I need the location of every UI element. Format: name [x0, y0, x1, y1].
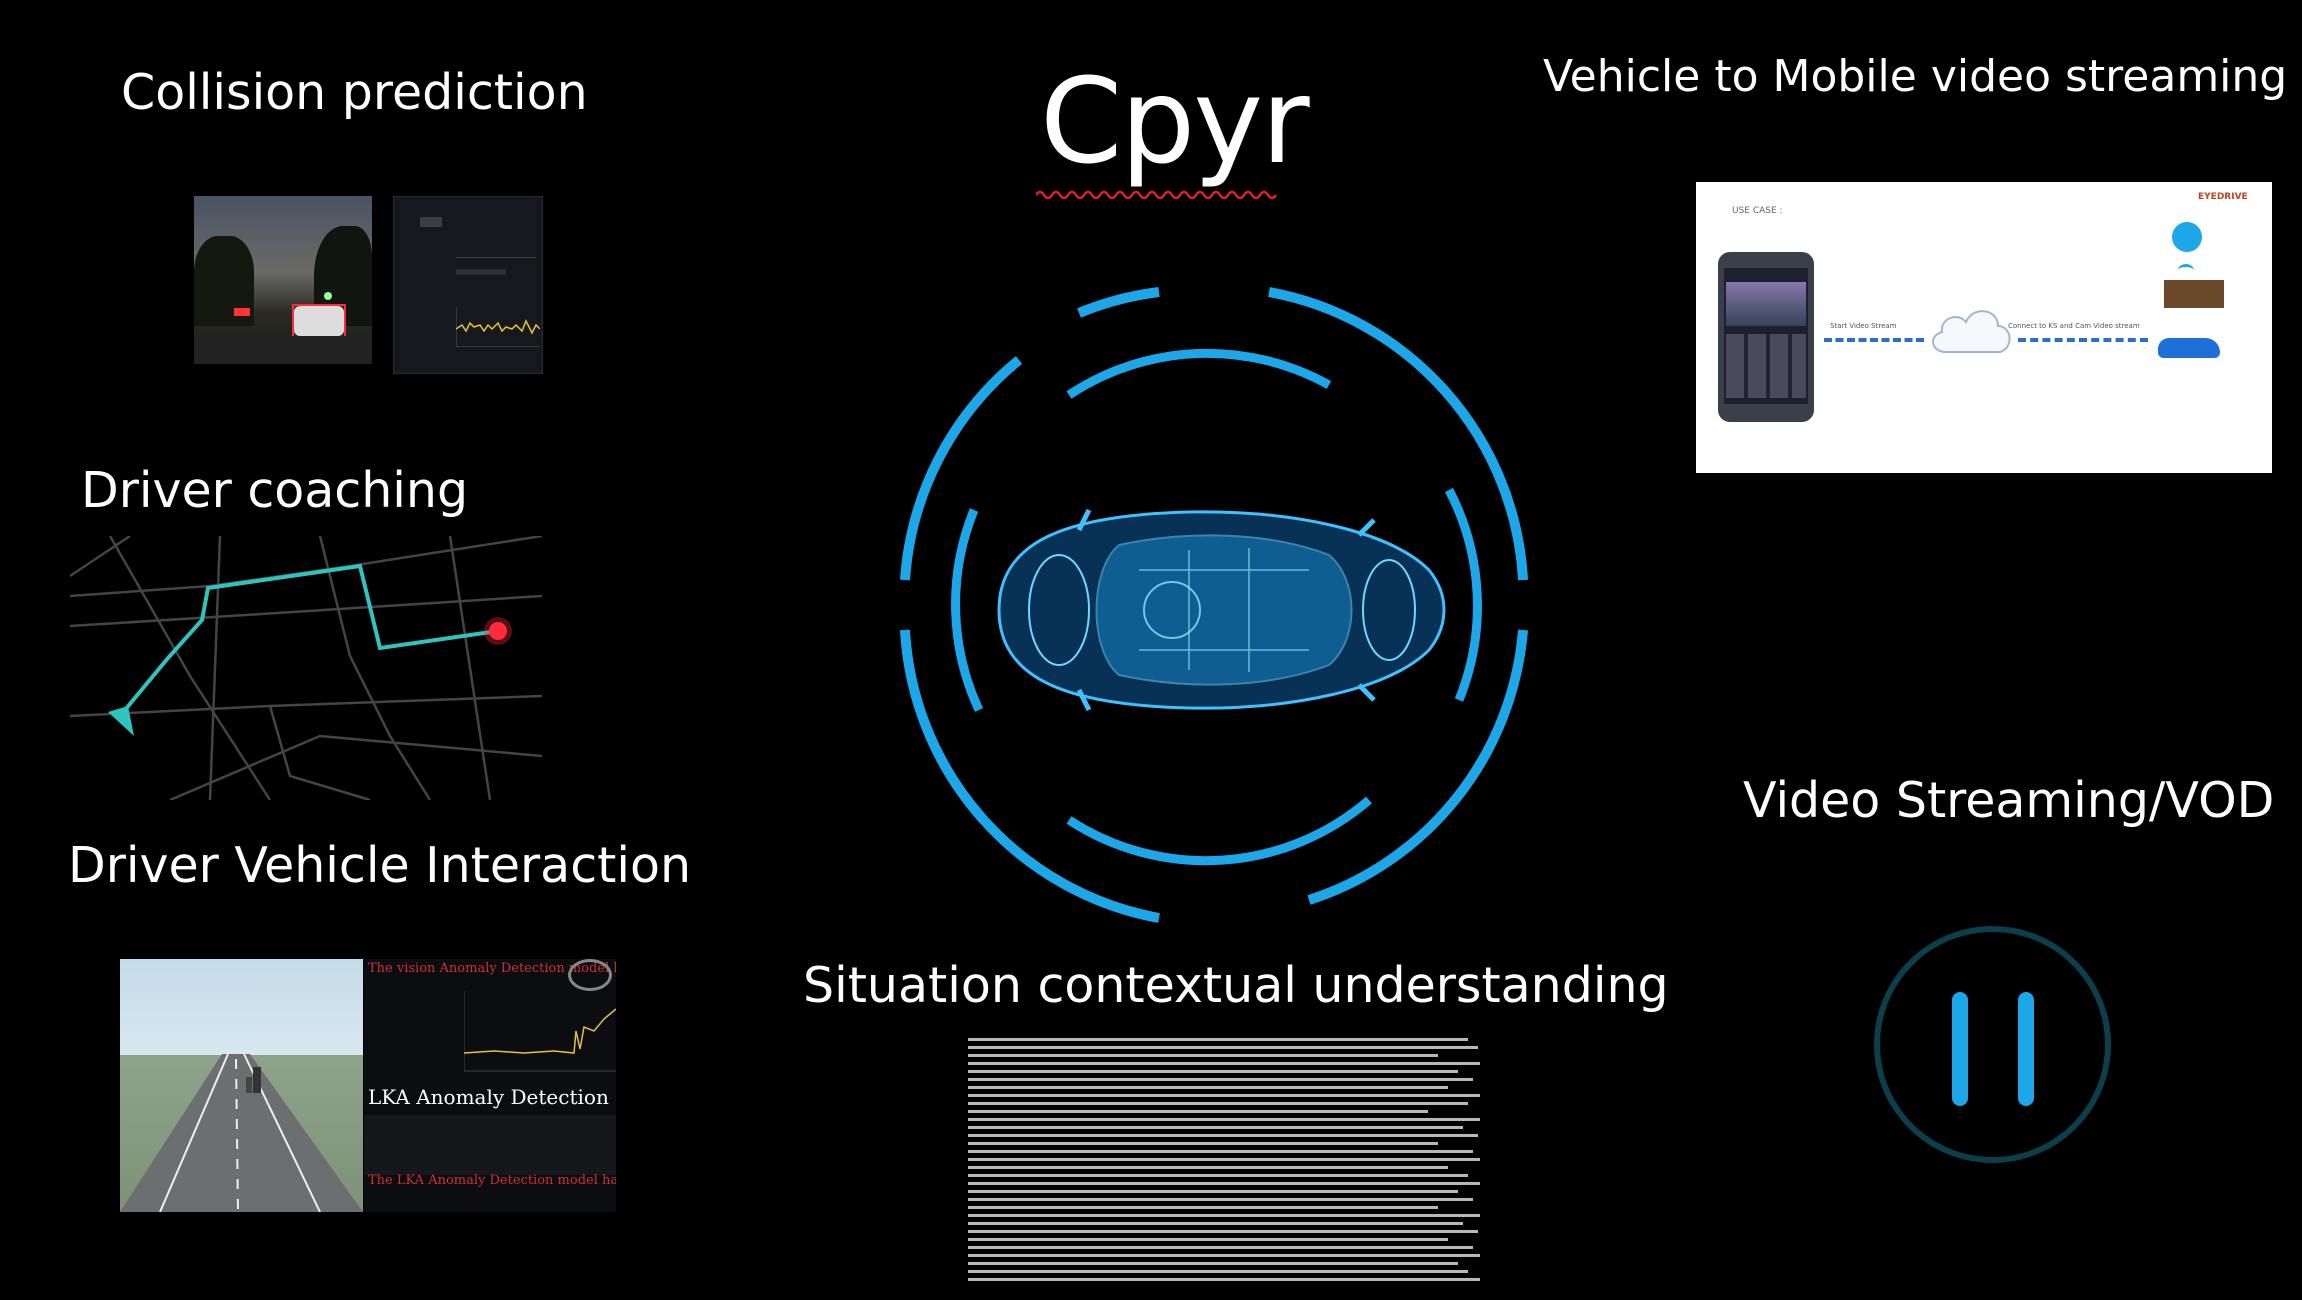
situation-data-log [966, 1034, 1486, 1290]
vehicle-icon [2158, 338, 2220, 358]
wifi-icon [2178, 264, 2194, 277]
use-case-label: USE CASE : [1732, 206, 1783, 216]
interaction-title: Driver Vehicle Interaction [68, 837, 692, 894]
start-stream-label: Start Video Stream [1830, 322, 1897, 330]
mobile-streaming-title: Vehicle to Mobile video streaming [1543, 51, 2288, 102]
vision-alert-text: The vision Anomaly Detection model has [368, 961, 616, 976]
collision-chart-thumbnail [393, 196, 543, 374]
lka-alert-text: The LKA Anomaly Detection model has de [368, 1173, 616, 1188]
device-board-icon [2164, 280, 2224, 308]
cloud-icon [1932, 310, 2011, 353]
pause-icon [1952, 992, 1968, 1106]
pause-icon-bar [2018, 992, 2034, 1106]
collision-title: Collision prediction [121, 64, 588, 121]
interaction-anomaly-thumbnail: The vision Anomaly Detection model has L… [364, 959, 616, 1212]
start-arrow-icon [108, 706, 134, 736]
collision-camera-thumbnail [194, 196, 372, 364]
phone-icon [1718, 252, 1814, 422]
coaching-route-map [70, 536, 542, 800]
car-icon [997, 508, 1446, 712]
eyedrive-logo: EYEDRIVE [2198, 192, 2248, 202]
brand-title: Cpyr [1040, 52, 1310, 190]
connect-stream-label: Connect to KS and Cam Video stream [2008, 322, 2140, 330]
camera-icon [2172, 222, 2202, 252]
pause-button[interactable] [1874, 926, 2111, 1163]
situation-title: Situation contextual understanding [803, 957, 1669, 1014]
lka-anomaly-label: LKA Anomaly Detection [368, 1085, 609, 1109]
mobile-streaming-diagram: USE CASE : EYEDRIVE Start Video Stream C… [1696, 182, 2272, 473]
central-car-hud [900, 287, 1528, 923]
coaching-title: Driver coaching [81, 462, 469, 519]
spellcheck-underline [1036, 190, 1278, 200]
interaction-road-thumbnail [120, 959, 363, 1212]
vod-title: Video Streaming/VOD [1743, 772, 2275, 829]
steering-wheel-icon [568, 959, 612, 991]
